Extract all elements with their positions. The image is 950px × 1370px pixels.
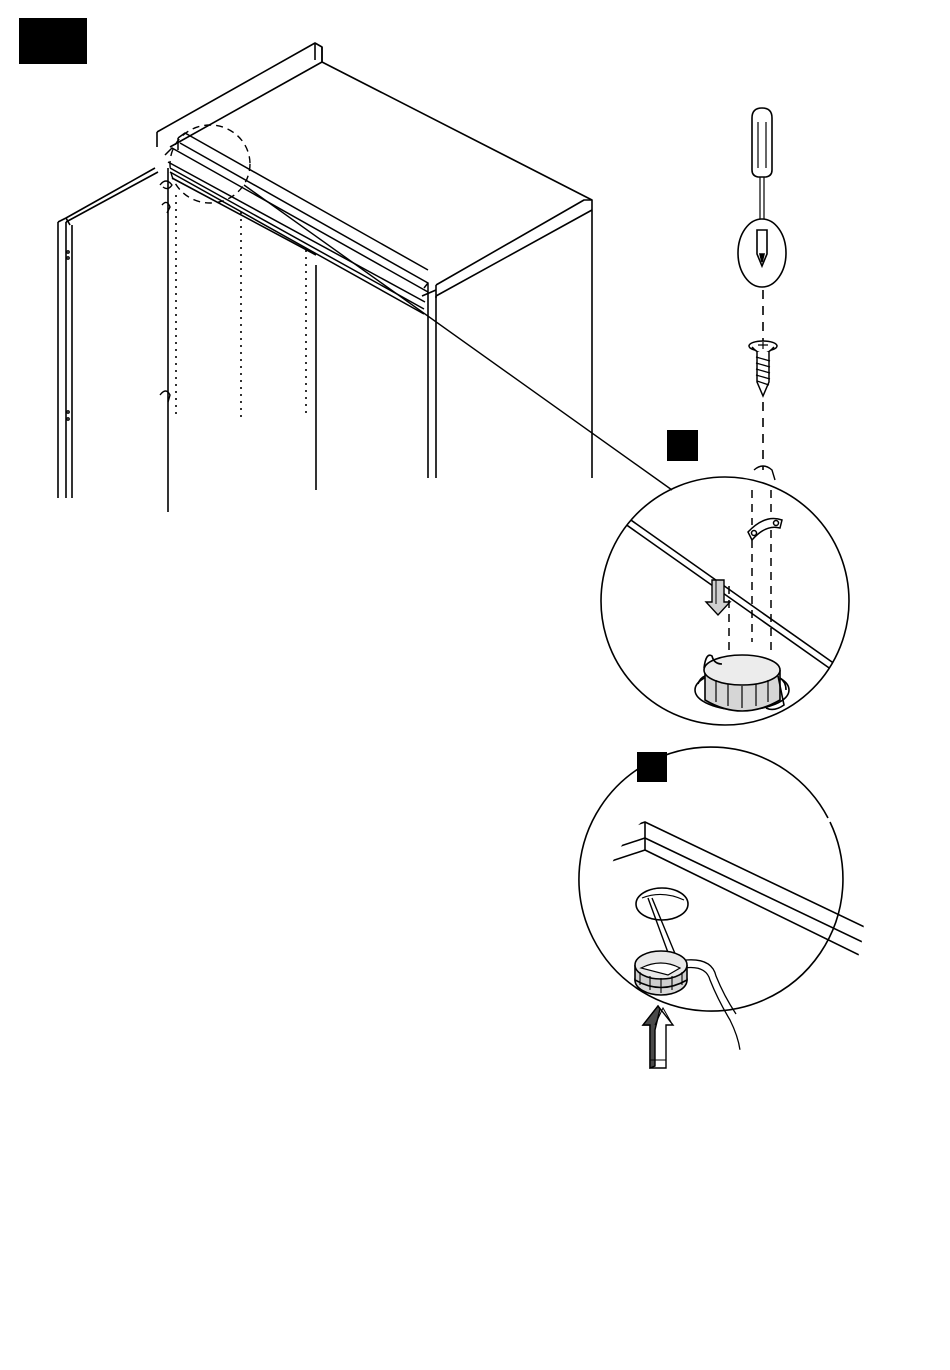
detail-leader-line (244, 185, 672, 490)
cable-grommet-icon (695, 655, 789, 711)
grommet-cap-icon (635, 951, 687, 995)
sliding-door-rail (165, 133, 428, 314)
screw-icon (749, 341, 777, 396)
cable-hole (636, 888, 688, 920)
push-up-arrow-icon (643, 1006, 673, 1068)
press-down-arrow-icon (706, 580, 730, 615)
cabinet-side-panel-right (428, 210, 592, 478)
door-hinge-icon (67, 181, 172, 420)
mounting-clip-icon (748, 519, 782, 541)
detail-circle-b-outline (579, 747, 843, 1011)
cabinet-door-left (58, 168, 158, 498)
detail-zoom-circle (170, 125, 250, 203)
screwdriver-icon (738, 108, 786, 287)
cabinet-top-panel (157, 43, 592, 298)
wardrobe-cabinet (58, 43, 672, 512)
cable-path-lines (176, 195, 306, 418)
detail-circle-b (560, 822, 900, 1050)
